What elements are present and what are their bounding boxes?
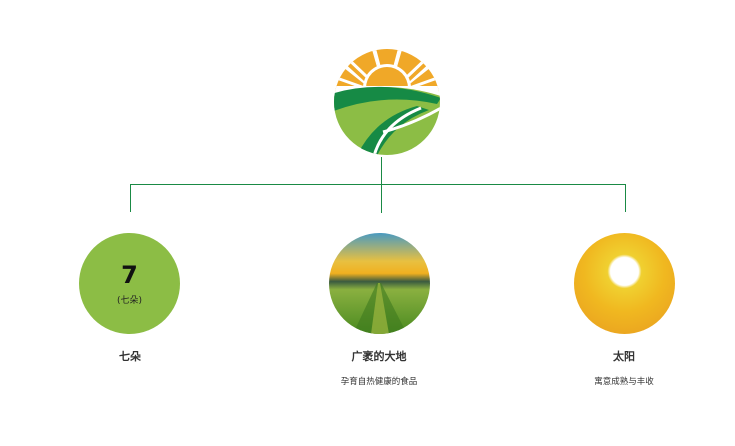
node-subtitle-sun: 寓意成熟与丰收 <box>594 377 654 387</box>
node-subtitle-land: 孕育自热健康的食品 <box>340 377 418 387</box>
connector-right <box>625 184 626 212</box>
field-path-icon <box>353 283 407 334</box>
node-qiduo-circle: 7 (七朵) <box>79 233 180 334</box>
circle-number: 7 <box>121 261 138 289</box>
node-title-land: 广袤的大地 <box>351 350 407 363</box>
node-title-sun: 太阳 <box>613 350 635 363</box>
logo <box>334 49 440 155</box>
node-title-qiduo: 七朵 <box>119 350 141 363</box>
node-land-image <box>329 233 430 334</box>
connector-horizontal <box>130 184 626 185</box>
node-sun-image <box>574 233 675 334</box>
connector-left <box>130 184 131 212</box>
connector-center <box>381 157 382 213</box>
circle-caption: (七朵) <box>116 296 143 306</box>
